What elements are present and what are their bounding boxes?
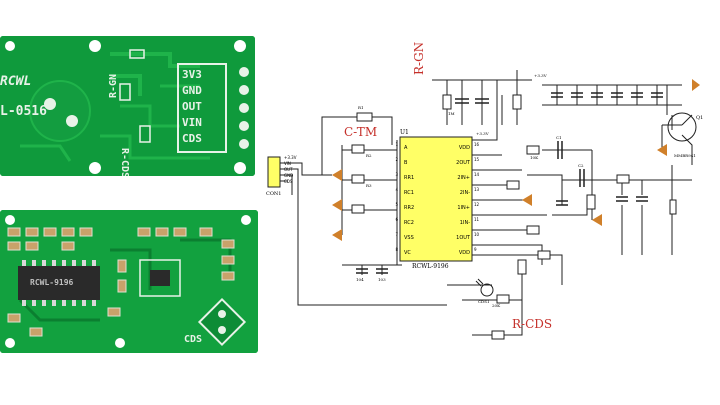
connector-pin-label: GND <box>284 173 294 178</box>
ic-pin-number: 4 <box>395 187 398 192</box>
label-r1: R1 <box>358 105 364 110</box>
ic-pin-name: 1IN+ <box>457 205 470 211</box>
ic-pin-number: 7 <box>395 232 398 237</box>
ic-pin-name: VDD <box>458 145 470 151</box>
ic-pin-number: 13 <box>474 187 480 192</box>
ic-pin-number: 5 <box>395 202 398 207</box>
ic-pin-name: 1IN- <box>459 220 470 226</box>
ic-pin-number: 6 <box>395 217 398 222</box>
ic-pin-number: 10 <box>474 232 480 237</box>
pcb-pin-cds: CDS <box>182 132 202 145</box>
ic-pin-number: 2 <box>395 157 398 162</box>
pcb-label-rcds: R-CDS <box>119 148 130 176</box>
label-c1: C1 <box>556 135 562 140</box>
pcb-logo-text: RCWL <box>0 74 32 89</box>
ic-pin-number: 1 <box>395 142 398 147</box>
label-r2: R2 <box>366 153 372 158</box>
ic-pin-number: 15 <box>474 157 480 162</box>
pcb-board-top: RCWL L-0516 R-GN R-CDS 3V3 GND OUT VIN C… <box>0 36 255 176</box>
pcb-top-traces <box>0 36 255 176</box>
ic-ref: U1 <box>400 129 409 136</box>
ic-right-pin-numbers: 16 15 14 13 12 11 10 9 <box>474 137 484 257</box>
ic-pin-name: A <box>404 145 408 151</box>
label-20k: 20K <box>492 303 501 308</box>
label-1m: 1M <box>448 111 455 116</box>
ic-pin-name: 2IN+ <box>457 175 470 181</box>
label-c2: C2 <box>578 163 584 168</box>
ic-pin-number: 14 <box>474 172 480 177</box>
pcb-pin-out: OUT <box>182 100 202 113</box>
transistor-part: MMBR941 <box>674 153 696 158</box>
pcb-pin-vin: VIN <box>182 116 202 129</box>
pcb-label-cds: CDS <box>184 334 203 345</box>
pcb-pin-gnd: GND <box>182 84 202 97</box>
label-104: 104 <box>356 277 364 282</box>
ic-pin-name: B <box>404 160 408 166</box>
ic-name: RCWL-9196 <box>412 263 449 270</box>
ic-pin-number: 9 <box>474 247 477 252</box>
schematic-label-rcds: R-CDS <box>512 317 553 331</box>
label-supply-top: +3.3V <box>534 73 547 78</box>
schematic-label-ctm: C-TM <box>344 125 378 139</box>
ic-pin-number: 12 <box>474 202 480 207</box>
transistor-ref: Q1 <box>696 115 704 121</box>
label-cds1: CDS1 <box>478 299 490 304</box>
pcb-board-bottom: RCWL-9196 CDS <box>0 210 258 353</box>
ic-pin-name: VDD <box>458 250 470 256</box>
ic-pin-name: RC1 <box>404 190 414 196</box>
connector-pin-label: OUT <box>284 167 293 172</box>
ic-left-pin-names: A B RR1 RC1 RR2 RC2 VSS VC <box>404 141 434 261</box>
ic-pin-name: VSS <box>404 235 414 241</box>
connector-ref: CON1 <box>266 191 282 197</box>
schematic-label-rgn: R-GN <box>412 41 426 75</box>
label-103: 103 <box>378 277 386 282</box>
pcb-label-rgn: R-GN <box>108 73 119 98</box>
pcb-bottom-components <box>0 210 258 353</box>
connector-pin-label: +3.3V <box>284 155 297 160</box>
connector-pin-label: CDS <box>284 179 293 184</box>
ic-pin-name: 2OUT <box>456 160 470 166</box>
ic-pin-number: 16 <box>474 142 480 147</box>
pcb-pin-3v3: 3V3 <box>182 68 202 81</box>
schematic-wires <box>267 70 700 340</box>
ic-right-pin-names: VDD 2OUT 2IN+ 2IN- 1IN+ 1IN- 1OUT VDD <box>442 141 470 261</box>
ic-pin-name: VC <box>404 250 411 256</box>
ic-pin-name: RC2 <box>404 220 414 226</box>
ic-pin-number: 8 <box>395 247 398 252</box>
ic-pin-number: 3 <box>395 172 398 177</box>
ic-pin-number: 11 <box>474 217 480 222</box>
pcb-model-text: L-0516 <box>0 104 47 119</box>
label-supply-ic: +3.3V <box>476 131 489 136</box>
pcb-chip-text: RCWL-9196 <box>30 278 74 287</box>
ic-left-pin-numbers: 1 2 3 4 5 6 7 8 <box>390 137 398 257</box>
label-r3: R3 <box>366 183 372 188</box>
connector-pin-label: VIN <box>284 161 291 166</box>
label-10k: 10K <box>530 155 539 160</box>
ic-pin-name: RR2 <box>404 205 415 211</box>
circuit-schematic: R-GN C-TM R-CDS U1 RCWL-9196 A B RR1 RC1… <box>262 42 720 345</box>
ic-pin-name: 1OUT <box>456 235 470 241</box>
ic-pin-name: 2IN- <box>459 190 470 196</box>
connector-pin-labels: +3.3V VIN OUT GND CDS <box>284 155 296 185</box>
ic-pin-name: RR1 <box>404 175 415 181</box>
